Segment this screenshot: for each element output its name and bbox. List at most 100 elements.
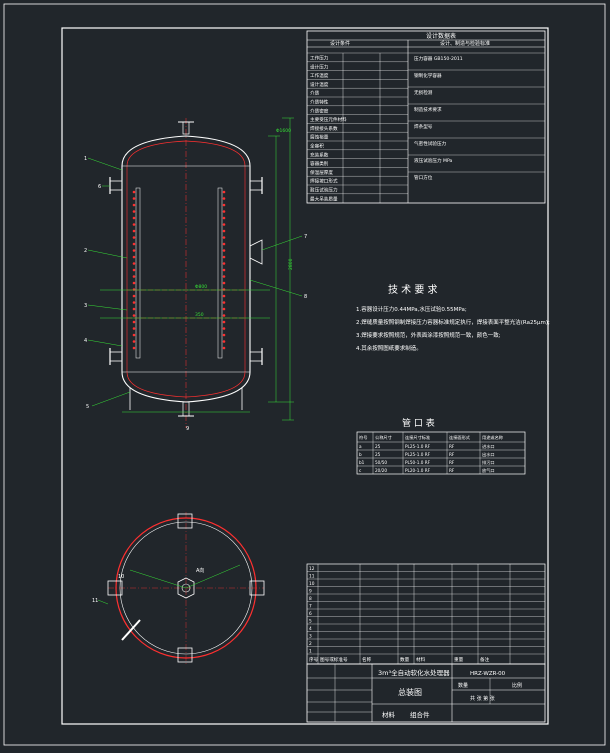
spec-row-label: 焊接坡口形式 [310, 178, 338, 185]
part-label: 1 [84, 156, 87, 162]
scale-label: 比例 [512, 682, 522, 689]
spec-row-label: 全容积 [310, 143, 324, 150]
part-label: 11 [92, 598, 98, 604]
distributor-hole [222, 288, 226, 291]
spec-right-text: 气密性试验压力 [414, 140, 447, 147]
tech-req-item-3: 3.焊接要求按照规范，外表面涂漆按照规范一致，颜色一致; [356, 331, 501, 339]
distributor-hole [132, 236, 136, 239]
spec-row-label: 工作压力 [310, 55, 329, 62]
distributor-hole [222, 203, 226, 207]
nozzle-cell: 出水口 [482, 451, 495, 458]
nozzle-cell: 20/20 [375, 468, 387, 473]
nozzle-cell: PL25-1.0 RF [405, 452, 431, 457]
nozzle-cell: RF [449, 468, 455, 473]
distributor-hole [222, 242, 226, 246]
distributor-hole [222, 190, 226, 194]
quantity-label: 数量 [458, 682, 468, 689]
distributor-hole [132, 223, 136, 226]
technical-requirements: 技 术 要 求 1.容器设计压力0.44MPa,水压试验0.55MPa; 2.焊… [356, 283, 550, 352]
distributor-hole [222, 249, 226, 252]
sheet-count: 共 张 第 张 [470, 695, 495, 702]
lug-top [177, 513, 193, 529]
lug-left [107, 580, 123, 596]
distributor-hole [222, 262, 226, 265]
distributor-hole [222, 314, 226, 317]
spec-row-label: 容器类别 [310, 160, 329, 167]
nozzle-header-cell: 连接尺寸标准 [405, 434, 430, 441]
spec-row-label: 保温层厚度 [310, 169, 333, 176]
tech-req-item-4: 4.其余按照图纸要求制造。 [356, 344, 422, 352]
tech-req-item-2: 2.焊缝质量按照钢制焊接压力容器标准规定执行，焊接表面平整光洁(Ra25μm); [356, 318, 550, 326]
distributor-hole [222, 229, 226, 233]
spec-right-text: 管口方位 [414, 174, 433, 181]
distributor-hole [132, 229, 136, 233]
material-label: 材料 [382, 710, 396, 719]
distributor-hole [222, 275, 226, 278]
distributor-hole [222, 294, 226, 298]
parts-grid: 121110987654321序号图号或标准号名称数量材料重量备注 [307, 564, 545, 664]
distributor-hole [222, 236, 226, 239]
spec-rows: 工作压力设计压力工作温度设计温度介质介质特性介质密度主要受压元件材料焊接接头系数… [307, 52, 408, 202]
distributor-hole [222, 216, 226, 220]
spec-right-text: 钢制化学容器 [414, 72, 442, 79]
parts-row-number: 12 [309, 566, 315, 572]
nozzle-header-cell: 符号 [359, 434, 367, 441]
top-head-inner [126, 140, 246, 167]
spec-row-label: 充装系数 [310, 151, 329, 158]
spec-header-left: 设计条件 [330, 40, 350, 47]
nozzle-cell: RF [449, 452, 455, 457]
part-label: 10 [118, 574, 124, 580]
parts-footer-cell: 数量 [400, 656, 410, 663]
side-nozzles [109, 177, 263, 365]
part-label: 7 [304, 234, 307, 240]
distributor-hole [222, 255, 226, 259]
distributor-hole [222, 223, 226, 226]
nozzle-header-cell: 公称尺寸 [375, 434, 392, 441]
part-label: 2 [84, 248, 87, 254]
distributor-hole [222, 327, 226, 330]
distributor-hole [222, 281, 226, 285]
title-block: 3m³全自动软化水处理器 HRZ-WZR-00 总装图 数量 比例 共 张 第 … [306, 663, 546, 723]
sheet-name: 总装图 [398, 687, 422, 697]
nozzle-cell: 排污口 [482, 459, 495, 466]
parts-row-number: 1 [309, 649, 312, 655]
parts-row-number: 10 [309, 581, 315, 587]
nozzle-cell: 25 [375, 444, 381, 449]
nozzle-header-cell: 用途或名称 [482, 434, 503, 441]
parts-row-number: 4 [309, 626, 312, 632]
parts-row-number: 7 [309, 604, 312, 610]
lug-right [249, 580, 265, 596]
nozzle-cell: 放气口 [482, 467, 495, 474]
distributor-hole [132, 301, 136, 304]
part-label: 8 [304, 294, 307, 300]
part-label: 5 [86, 404, 89, 410]
distributor-hole [222, 301, 226, 304]
drawing-frame [61, 27, 549, 725]
distributor-holes-right [222, 190, 226, 350]
parts-footer-cell: 图号或标准号 [320, 656, 348, 663]
nozzle-cell: b1 [359, 460, 365, 465]
part-label: 6 [98, 184, 101, 190]
distributor-hole [132, 327, 136, 330]
spec-row-label: 耐压试验压力 [310, 187, 338, 194]
distributor-hole [132, 294, 136, 298]
nozzle-cell: b [359, 452, 362, 457]
spec-row-label: 介质 [310, 90, 320, 97]
spec-row-label: 腐蚀裕量 [310, 134, 329, 141]
distributor-hole [222, 197, 226, 200]
parts-footer-cell: 名称 [362, 656, 372, 663]
dimensions [87, 117, 303, 421]
spec-table: 设计数据表 设计条件 设计、制造与检验标准 工作压力设计压力工作温度设计温度介质… [306, 30, 546, 204]
drawing-number: HRZ-WZR-00 [470, 671, 506, 677]
spec-row-label: 介质特性 [310, 99, 329, 106]
spec-right-text: 制造技术要求 [414, 106, 442, 113]
distributor-hole [132, 216, 136, 220]
distributor-hole [132, 340, 136, 343]
distributor-hole [132, 281, 136, 285]
dim-label-1: Φ800 [195, 284, 207, 290]
distributor-hole [132, 333, 136, 337]
